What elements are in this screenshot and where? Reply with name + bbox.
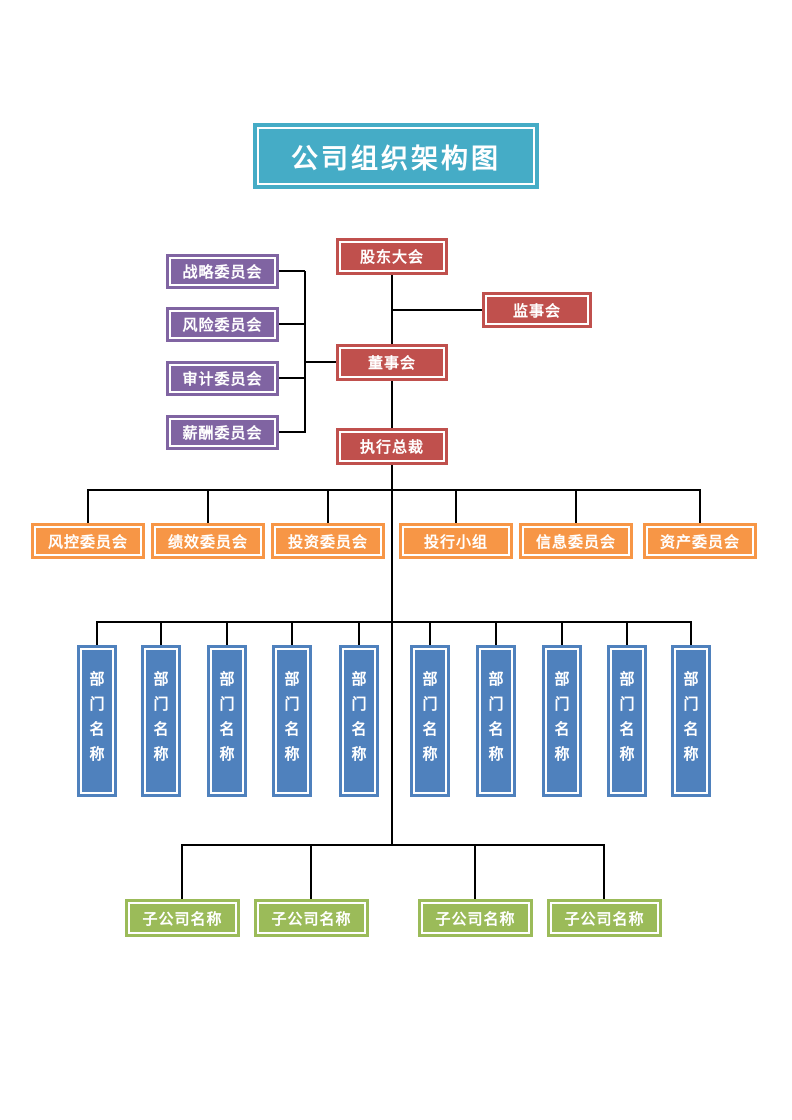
node-department: 部门名称 [542, 645, 582, 797]
connector-line [304, 271, 306, 433]
node-subsidiary: 子公司名称 [418, 899, 533, 937]
node-label: 审计委员会 [169, 364, 276, 393]
node-label: 监事会 [485, 295, 589, 325]
chart-title: 公司组织架构图 [253, 123, 539, 189]
connector-line [279, 270, 305, 272]
node-label: 投资委员会 [274, 526, 382, 556]
node-asset-committee: 资产委员会 [643, 523, 757, 559]
connector-line [310, 844, 312, 899]
connector-line [279, 431, 305, 433]
node-ceo: 执行总裁 [336, 428, 448, 465]
node-label: 投行小组 [402, 526, 510, 556]
node-department: 部门名称 [410, 645, 450, 797]
node-shareholders-meeting: 股东大会 [336, 238, 448, 275]
node-subsidiary: 子公司名称 [125, 899, 240, 937]
chart-title-label: 公司组织架构图 [257, 127, 535, 185]
connector-line [495, 621, 497, 645]
node-label: 子公司名称 [421, 902, 530, 934]
node-label: 绩效委员会 [154, 526, 262, 556]
connector-line [391, 275, 393, 344]
connector-line [391, 381, 393, 428]
node-label: 部门名称 [674, 648, 708, 794]
node-risk-control-committee: 风控委员会 [31, 523, 145, 559]
node-performance-committee: 绩效委员会 [151, 523, 265, 559]
connector-line [160, 621, 162, 645]
node-label: 薪酬委员会 [169, 418, 276, 447]
node-audit-committee: 审计委员会 [166, 361, 279, 396]
node-compensation-committee: 薪酬委员会 [166, 415, 279, 450]
connector-line [279, 377, 305, 379]
connector-line [304, 361, 336, 363]
connector-line [327, 489, 329, 523]
connector-line [455, 489, 457, 523]
node-department: 部门名称 [607, 645, 647, 797]
connector-line [87, 489, 89, 523]
node-label: 资产委员会 [646, 526, 754, 556]
connector-line [96, 621, 98, 645]
node-label: 部门名称 [545, 648, 579, 794]
node-label: 部门名称 [144, 648, 178, 794]
connector-line [358, 621, 360, 645]
node-department: 部门名称 [476, 645, 516, 797]
node-department: 部门名称 [339, 645, 379, 797]
node-board-of-directors: 董事会 [336, 344, 448, 381]
node-label: 部门名称 [275, 648, 309, 794]
node-subsidiary: 子公司名称 [254, 899, 369, 937]
node-investment-banking-team: 投行小组 [399, 523, 513, 559]
node-department: 部门名称 [77, 645, 117, 797]
node-supervisory-board: 监事会 [482, 292, 592, 328]
node-label: 部门名称 [610, 648, 644, 794]
node-department: 部门名称 [141, 645, 181, 797]
node-label: 股东大会 [339, 241, 445, 272]
node-information-committee: 信息委员会 [519, 523, 633, 559]
connector-line [207, 489, 209, 523]
node-label: 部门名称 [479, 648, 513, 794]
node-subsidiary: 子公司名称 [547, 899, 662, 937]
connector-line [181, 844, 183, 899]
node-label: 部门名称 [80, 648, 114, 794]
node-department: 部门名称 [207, 645, 247, 797]
connector-line [88, 489, 700, 491]
connector-line [279, 323, 305, 325]
connector-line [626, 621, 628, 645]
connector-line [561, 621, 563, 645]
connector-line [575, 489, 577, 523]
connector-line [699, 489, 701, 523]
node-label: 部门名称 [210, 648, 244, 794]
node-label: 子公司名称 [257, 902, 366, 934]
connector-line [182, 844, 605, 846]
node-label: 部门名称 [342, 648, 376, 794]
node-label: 董事会 [339, 347, 445, 378]
connector-line [429, 621, 431, 645]
connector-line [690, 621, 692, 645]
connector-line [291, 621, 293, 645]
connector-line [603, 844, 605, 899]
node-label: 信息委员会 [522, 526, 630, 556]
node-label: 风险委员会 [169, 310, 276, 339]
node-label: 战略委员会 [169, 257, 276, 286]
connector-line [392, 309, 482, 311]
connector-line [391, 465, 393, 845]
node-label: 子公司名称 [128, 902, 237, 934]
node-risk-committee: 风险委员会 [166, 307, 279, 342]
node-strategy-committee: 战略委员会 [166, 254, 279, 289]
connector-line [226, 621, 228, 645]
node-label: 风控委员会 [34, 526, 142, 556]
node-label: 执行总裁 [339, 431, 445, 462]
node-label: 部门名称 [413, 648, 447, 794]
node-investment-committee: 投资委员会 [271, 523, 385, 559]
connector-line [97, 621, 692, 623]
node-label: 子公司名称 [550, 902, 659, 934]
node-department: 部门名称 [272, 645, 312, 797]
node-department: 部门名称 [671, 645, 711, 797]
connector-line [474, 844, 476, 899]
